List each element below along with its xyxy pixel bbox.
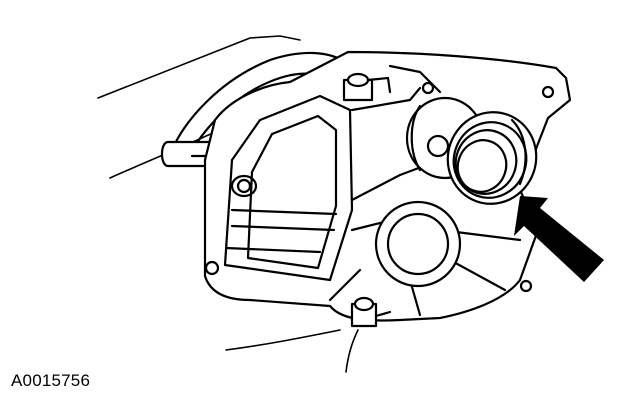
figure-id-label: A0015756 [11, 371, 91, 390]
bottom-bolt [350, 296, 392, 328]
cover-holes [204, 81, 555, 293]
callout-arrow [514, 196, 604, 282]
center-bore [374, 200, 462, 288]
top-bolt [342, 72, 392, 102]
oil-seal [446, 111, 538, 205]
